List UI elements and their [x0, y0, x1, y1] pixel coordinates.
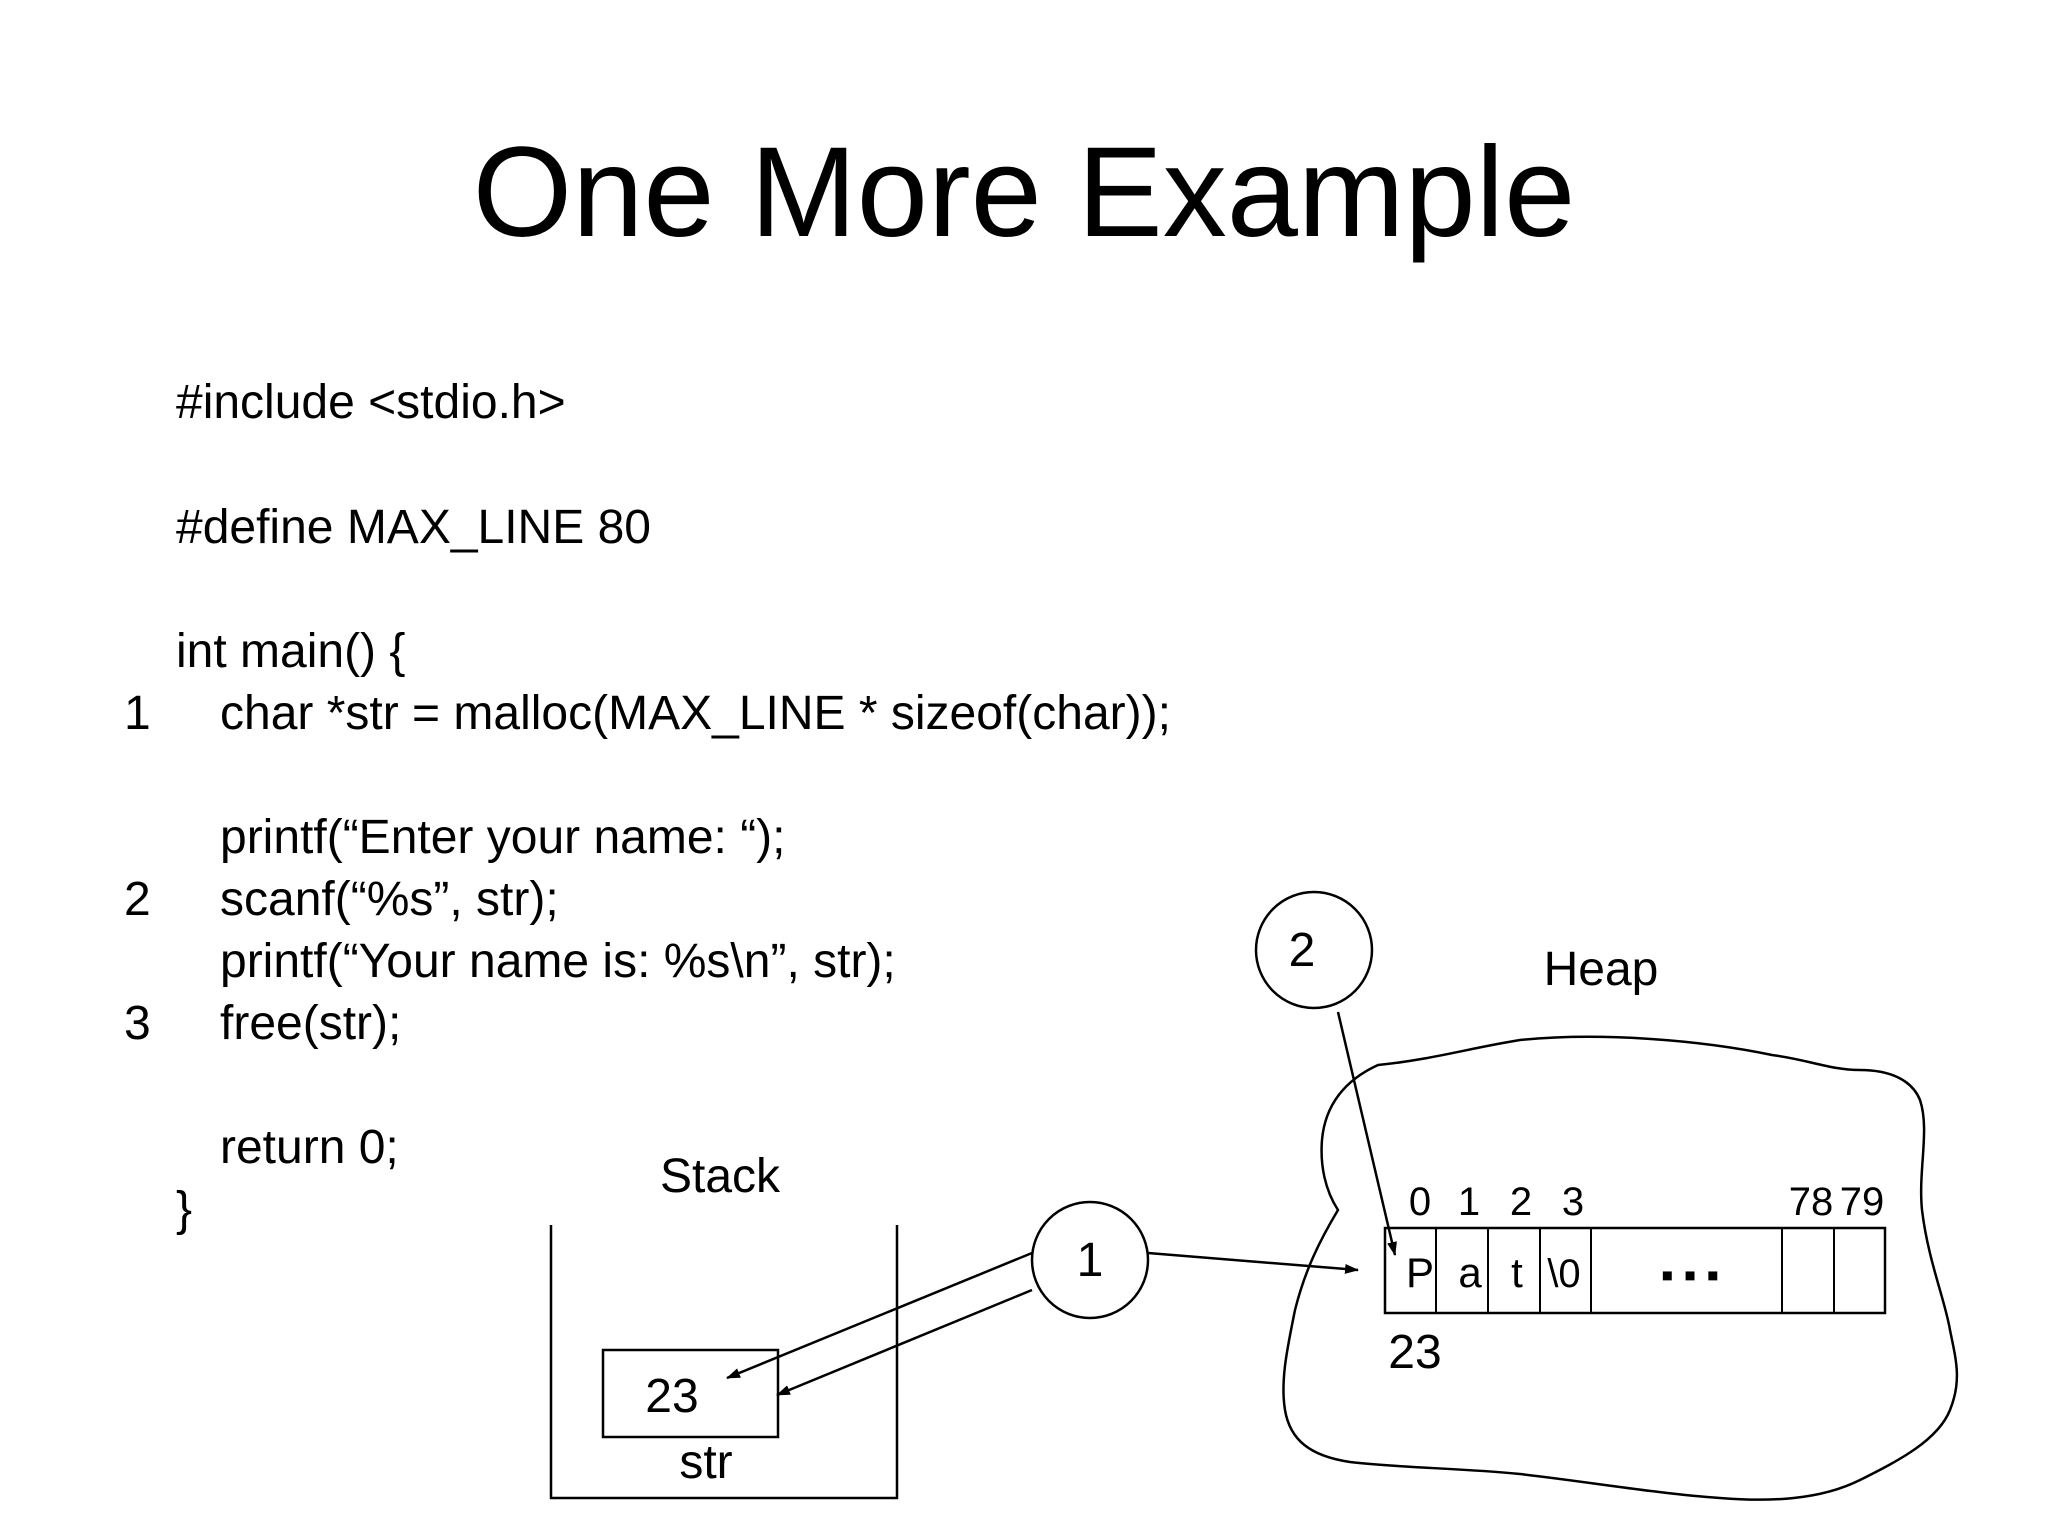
heap-index-2: 2 — [1510, 1180, 1532, 1224]
code-line-return: return 0; — [220, 1121, 399, 1174]
slide-title: One More Example — [472, 121, 1576, 264]
line-number-3: 3 — [124, 997, 151, 1050]
heap-cell-2: t — [1511, 1249, 1523, 1296]
str-variable-label: str — [679, 1436, 732, 1489]
code-line-define: #define MAX_LINE 80 — [176, 501, 651, 554]
code-line-free: free(str); — [220, 997, 402, 1050]
stack-container — [549, 1225, 899, 1500]
heap-array — [1383, 1226, 1887, 1315]
marker-2-label: 2 — [1289, 924, 1316, 977]
marker-1-label: 1 — [1077, 1234, 1104, 1287]
code-line-close-brace: } — [176, 1183, 193, 1236]
code-line-printf-name: printf(“Your name is: %s\n”, str); — [220, 935, 896, 988]
stack-label: Stack — [660, 1150, 781, 1203]
heap-cell-3: \0 — [1547, 1252, 1580, 1296]
heap-index-3: 3 — [1562, 1180, 1584, 1224]
code-line-printf-enter: printf(“Enter your name: “); — [220, 811, 786, 864]
line-number-1: 1 — [124, 687, 151, 740]
marker-2-circle — [1254, 890, 1374, 1010]
heap-label: Heap — [1544, 943, 1659, 996]
code-line-main: int main() { — [176, 625, 406, 678]
heap-blob — [1282, 1035, 1959, 1501]
heap-ellipsis: ▪ ▪ ▪ — [1661, 1254, 1719, 1295]
heap-index-1: 1 — [1458, 1180, 1480, 1224]
str-variable-value: 23 — [645, 1370, 698, 1423]
heap-index-78: 78 — [1789, 1180, 1834, 1224]
heap-index-0: 0 — [1409, 1180, 1431, 1224]
arrow-2-to-heap-cell — [1336, 1011, 1397, 1256]
heap-address: 23 — [1388, 1326, 1441, 1379]
arrow-1-to-str-lower — [776, 1288, 1033, 1397]
arrow-1-to-str-upper — [726, 1251, 1033, 1380]
code-line-scanf: scanf(“%s”, str); — [220, 873, 559, 926]
heap-cell-1: a — [1458, 1249, 1482, 1296]
heap-index-79: 79 — [1840, 1180, 1885, 1224]
line-number-2: 2 — [124, 873, 151, 926]
code-line-malloc: char *str = malloc(MAX_LINE * sizeof(cha… — [220, 687, 1171, 740]
heap-cell-0: P — [1406, 1249, 1434, 1296]
arrow-1-to-heap — [1147, 1251, 1359, 1274]
marker-1-circle — [1030, 1200, 1150, 1320]
code-line-include: #include <stdio.h> — [176, 376, 566, 429]
